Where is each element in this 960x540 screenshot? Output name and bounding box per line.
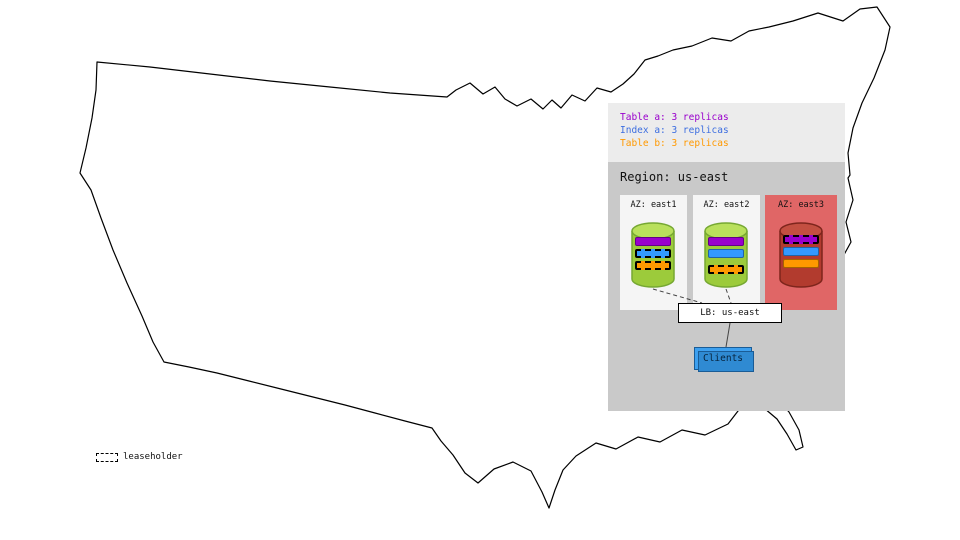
- leaseholder-key: leaseholder: [96, 451, 183, 463]
- replica-legend-panel: Table a: 3 replicas Index a: 3 replicas …: [608, 103, 845, 162]
- az-box-east3-failed: AZ: east3: [765, 195, 837, 310]
- connector-lines: [652, 288, 732, 348]
- replica-bar-table-a: [635, 237, 671, 246]
- replica-bar-table-b: [783, 259, 819, 268]
- leaseholder-dashed-swatch-icon: [96, 452, 118, 462]
- replica-bar-index-a: [708, 249, 744, 258]
- az-box-east1: AZ: east1: [620, 195, 687, 310]
- replica-bar-table-a-leaseholder: [783, 235, 819, 244]
- az-box-east2: AZ: east2: [693, 195, 760, 310]
- legend-table-a: Table a: 3 replicas: [620, 112, 729, 123]
- legend-index-a: Index a: 3 replicas: [620, 125, 729, 136]
- clients-box: Clients: [694, 347, 754, 372]
- region-panel: Region: us-east AZ: east1 AZ: east2 AZ: …: [608, 162, 845, 411]
- az-label-east1: AZ: east1: [630, 200, 677, 210]
- az-label-east3: AZ: east3: [777, 200, 825, 210]
- load-balancer-box: LB: us-east: [678, 303, 782, 323]
- replica-bar-table-a: [708, 237, 744, 246]
- legend-table-b: Table b: 3 replicas: [620, 138, 729, 149]
- replica-bar-table-b-leaseholder: [708, 265, 744, 274]
- replica-bar-index-a: [783, 247, 819, 256]
- az-label-east2: AZ: east2: [703, 200, 750, 210]
- replica-bar-index-a-leaseholder: [635, 249, 671, 258]
- replica-bar-table-b-leaseholder: [635, 261, 671, 270]
- leaseholder-key-label: leaseholder: [123, 452, 183, 462]
- region-title: Region: us-east: [620, 170, 729, 184]
